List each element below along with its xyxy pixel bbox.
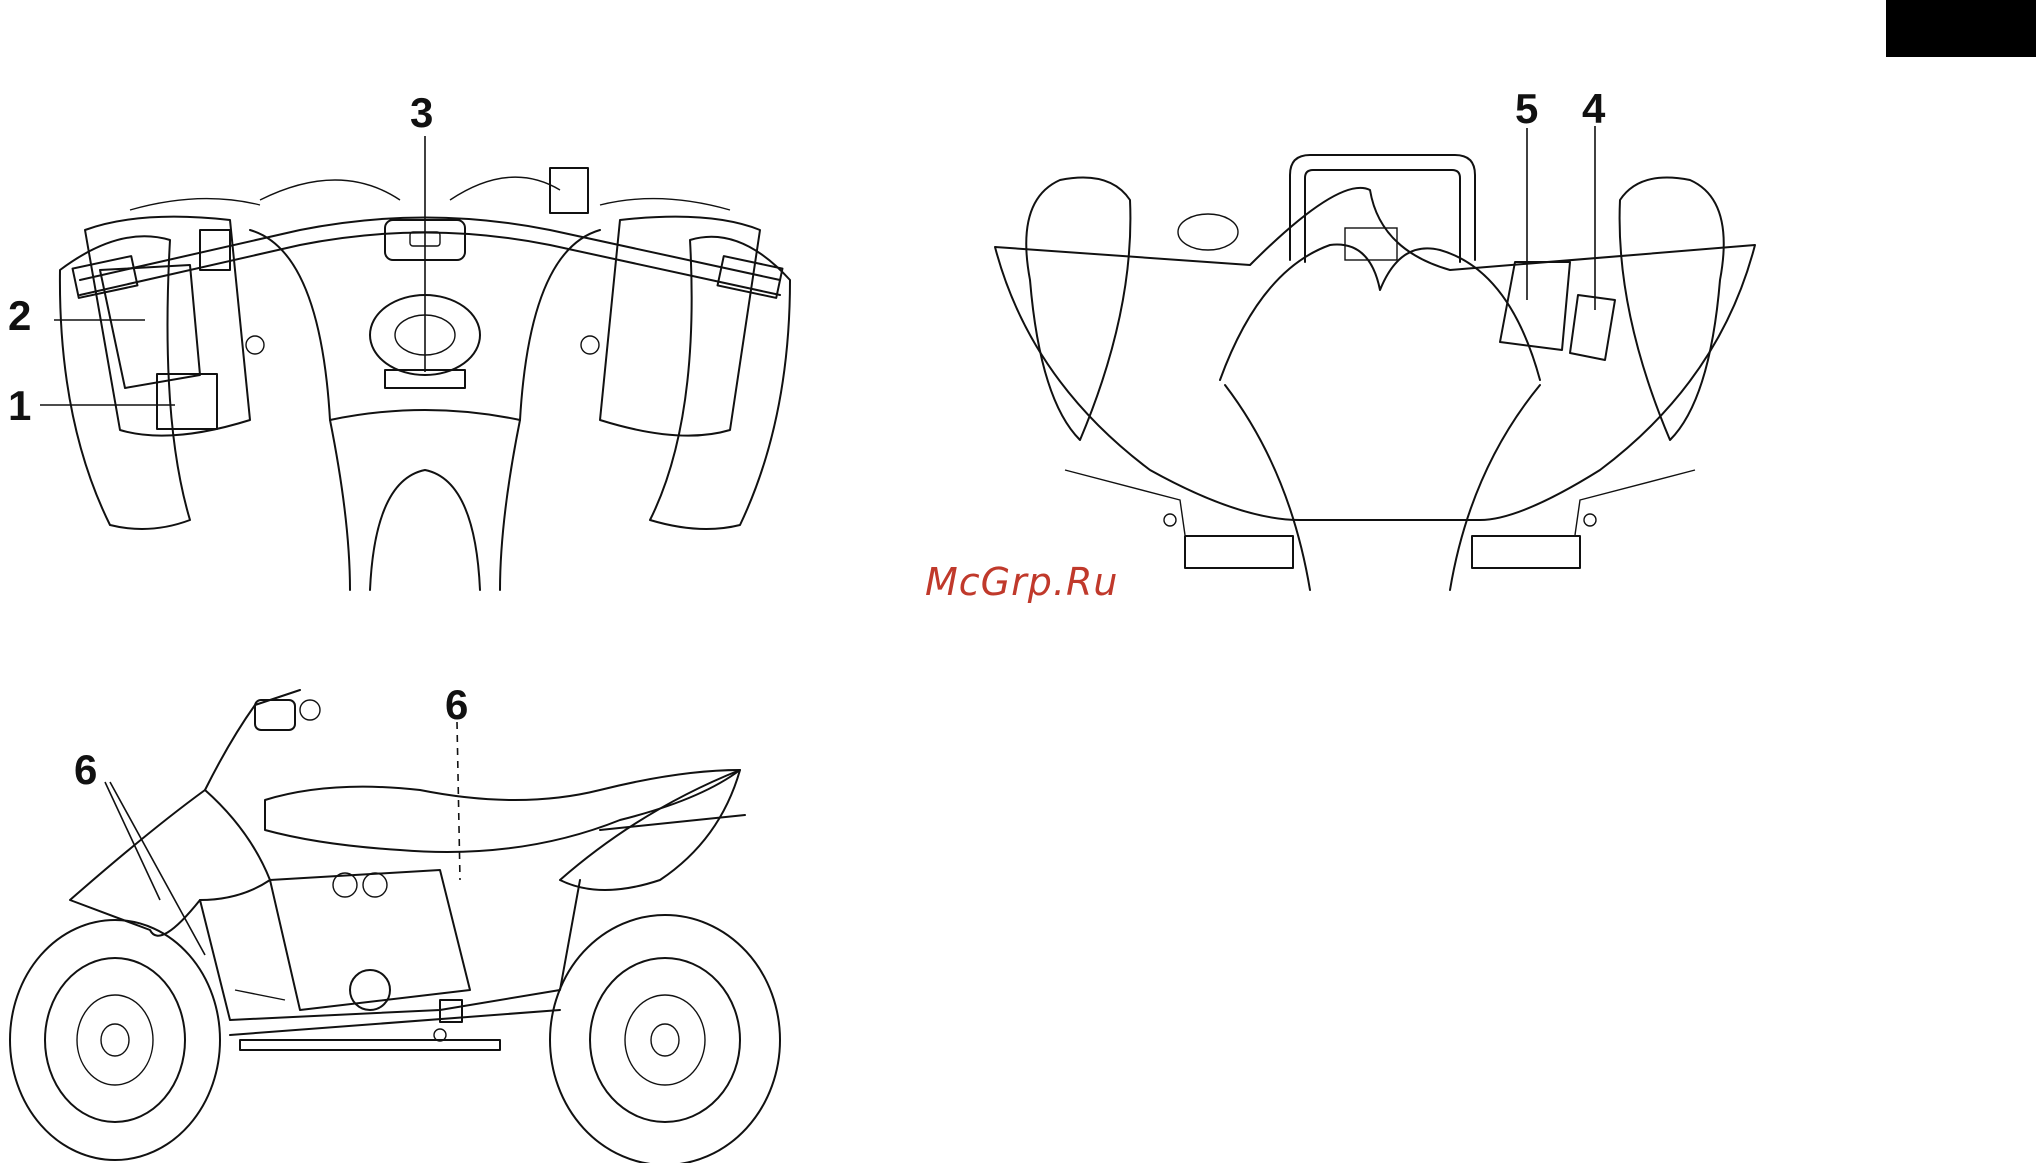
callout-6-seat: 6 xyxy=(445,684,468,726)
side-view-drawing xyxy=(10,690,780,1163)
rear-leader-lines xyxy=(1527,126,1595,310)
callout-4: 4 xyxy=(1582,88,1605,130)
label-1-panel xyxy=(157,374,217,429)
callout-2: 2 xyxy=(8,295,31,337)
callout-3: 3 xyxy=(410,92,433,134)
rear-view-drawing xyxy=(995,155,1755,590)
callout-5: 5 xyxy=(1515,88,1538,130)
side-leader-lines xyxy=(105,722,460,955)
callout-6-fender: 6 xyxy=(74,749,97,791)
label-4-panel xyxy=(1570,295,1615,360)
front-leader-lines xyxy=(40,136,425,405)
callout-1: 1 xyxy=(8,385,31,427)
watermark-text: McGrp.Ru xyxy=(925,560,1118,604)
label-2-panel xyxy=(100,265,200,388)
